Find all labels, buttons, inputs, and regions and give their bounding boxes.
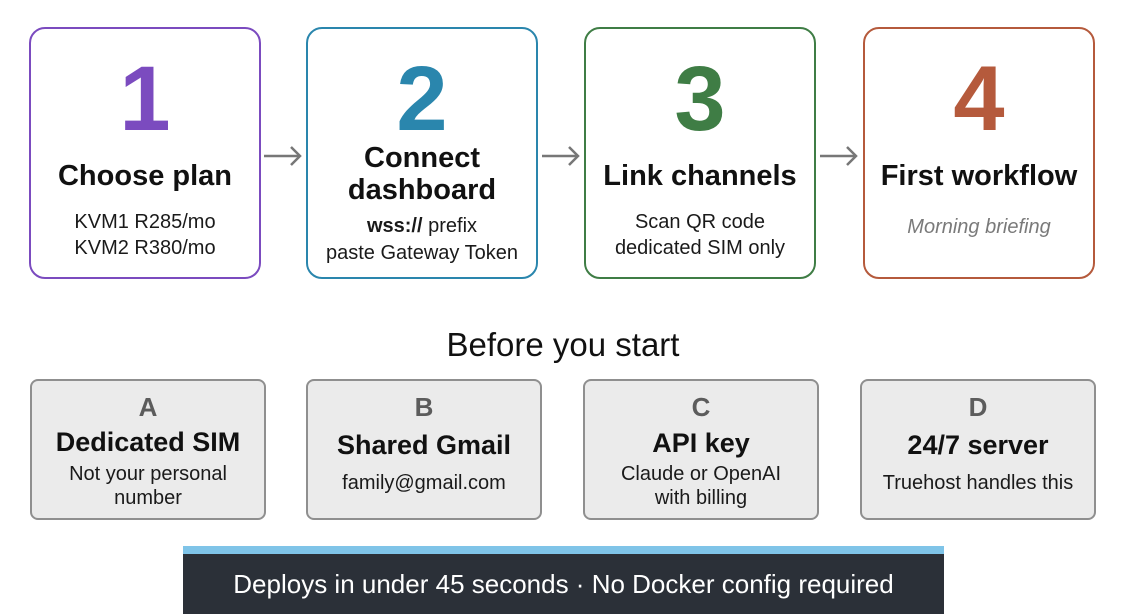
step-title: dashboard: [347, 174, 497, 206]
requirement-card-api-key: C API key Claude or OpenAI with billing: [583, 379, 819, 520]
step-description-line: KVM2 R380/mo: [74, 237, 216, 259]
requirement-description-line: Truehost handles this: [882, 472, 1074, 494]
step-title: Connect: [364, 142, 480, 174]
requirement-title: 24/7 server: [907, 430, 1049, 460]
requirement-description-line: with billing: [654, 487, 748, 509]
step-description-line: Scan QR code: [634, 211, 766, 233]
step-card-first-workflow: 4 First workflow Morning briefing: [863, 27, 1095, 279]
arrow-right-icon: [542, 146, 580, 166]
step-number: 2: [396, 48, 448, 150]
deploy-info-banner: Deploys in under 45 seconds · No Docker …: [183, 546, 944, 614]
step-card-link-channels: 3 Link channels Scan QR code dedicated S…: [584, 27, 816, 279]
requirement-description-line: family@gmail.com: [342, 472, 506, 494]
step-number: 3: [674, 48, 726, 150]
section-heading: Before you start: [446, 326, 680, 363]
requirement-title: API key: [652, 428, 750, 458]
requirement-title: Dedicated SIM: [55, 427, 241, 457]
step-description-line: paste Gateway Token: [326, 242, 518, 264]
protocol-prefix: wss://: [366, 215, 423, 237]
requirement-description-line: Claude or OpenAI: [620, 463, 782, 485]
requirement-card-dedicated-sim: A Dedicated SIM Not your personal number: [30, 379, 266, 520]
arrow-right-icon: [264, 146, 302, 166]
step-description-line: dedicated SIM only: [614, 237, 786, 259]
step-title: Link channels: [603, 160, 797, 192]
step-number: 1: [119, 48, 171, 150]
banner-text: Deploys in under 45 seconds · No Docker …: [233, 569, 894, 599]
requirement-card-shared-gmail: B Shared Gmail family@gmail.com: [306, 379, 542, 520]
requirement-description-line: Not your personal: [69, 463, 227, 485]
requirement-card-24-7-server: D 24/7 server Truehost handles this: [860, 379, 1096, 520]
step-card-connect-dashboard: 2 Connect dashboard wss:// prefix paste …: [306, 27, 538, 279]
step-number: 4: [953, 48, 1005, 150]
requirement-letter: A: [138, 392, 158, 422]
step-description-line: Morning briefing: [907, 216, 1051, 238]
requirement-letter: C: [691, 392, 711, 422]
step-description-line: wss:// prefix: [308, 213, 536, 239]
requirement-title: Shared Gmail: [336, 430, 512, 460]
prefix-text: prefix: [422, 215, 478, 237]
arrow-right-icon: [820, 146, 858, 166]
banner-accent-bar: [183, 546, 944, 554]
step-description-line: KVM1 R285/mo: [74, 211, 216, 233]
step-title: First workflow: [880, 160, 1078, 192]
requirement-description-line: number: [114, 487, 182, 509]
requirement-letter: D: [968, 392, 988, 422]
step-title: Choose plan: [57, 160, 232, 192]
requirement-letter: B: [414, 392, 434, 422]
step-card-choose-plan: 1 Choose plan KVM1 R285/mo KVM2 R380/mo: [29, 27, 261, 279]
